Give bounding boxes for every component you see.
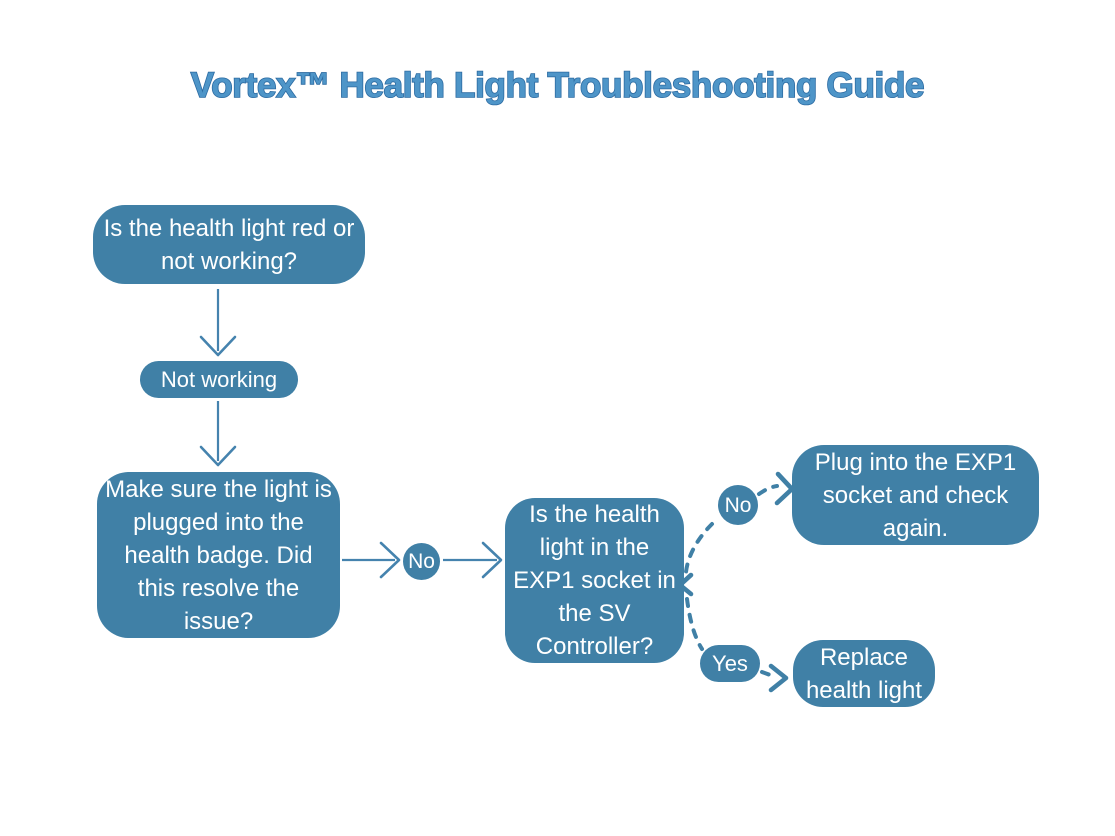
arrow-no-to-q3 <box>443 541 503 579</box>
node-action-replace-health-light: Replace health light <box>793 640 935 707</box>
arrowhead-right-icon <box>481 541 503 579</box>
dashed-arrow-yes-to-replace <box>760 663 789 693</box>
dashed-curve-no-to-q3 <box>677 522 714 597</box>
arrowhead-down-icon <box>199 335 237 357</box>
node-answer-no-right: No <box>718 485 758 525</box>
arrow-q2-to-no <box>342 541 401 579</box>
node-action-plug-into-exp1: Plug into the EXP1 socket and check agai… <box>792 445 1039 545</box>
arrow-not-working-to-q2 <box>199 401 237 467</box>
node-question-exp1-socket-sv-controller: Is the health light in the EXP1 socket i… <box>505 498 684 663</box>
node-label-not-working: Not working <box>140 361 298 398</box>
dashed-arrow-no-to-plug <box>757 471 795 506</box>
page-title: Vortex™ Health Light Troubleshooting Gui… <box>190 65 925 106</box>
node-answer-no-left: No <box>403 543 440 580</box>
node-question-plugged-into-health-badge: Make sure the light is plugged into the … <box>97 472 340 638</box>
arrowhead-right-icon <box>774 471 795 506</box>
arrowhead-right-icon <box>379 541 401 579</box>
node-question-light-red-or-not-working: Is the health light red or not working? <box>93 205 365 284</box>
arrow-q1-to-not-working <box>199 289 237 357</box>
arrowhead-down-icon <box>199 445 237 467</box>
node-answer-yes: Yes <box>700 645 760 682</box>
dashed-curve-q3-to-yes <box>685 597 704 651</box>
arrowhead-right-icon <box>768 663 789 693</box>
